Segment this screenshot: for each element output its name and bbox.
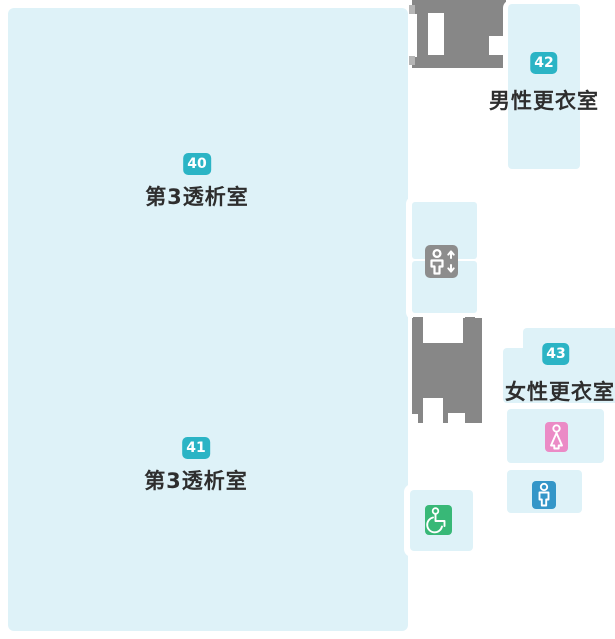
dialysis-upper-label-group: 40 第3透析室 (145, 153, 249, 211)
room-label: 男性更衣室 (489, 89, 599, 113)
man-icon (532, 481, 556, 509)
room-label: 第3透析室 (145, 185, 249, 209)
stairs-notch (412, 14, 417, 57)
stairs-notch (428, 13, 444, 55)
stairs-notch (423, 318, 463, 343)
room-mens-locker (508, 4, 580, 169)
room-number-badge: 41 (182, 437, 210, 459)
room-label: 女性更衣室 (505, 380, 615, 404)
stairs-notch (448, 413, 465, 423)
woman-icon (545, 422, 568, 452)
room-number-badge: 43 (542, 343, 570, 365)
stairs-lower-shape (412, 318, 482, 423)
room-dialysis-3 (8, 8, 408, 631)
elevator-icon (425, 245, 458, 278)
room-label: 第3透析室 (144, 469, 248, 493)
stairs-door-tab (409, 56, 415, 65)
stairs-door-tab (409, 5, 415, 14)
wheelchair-icon (425, 505, 452, 535)
stairs-notch (489, 36, 506, 55)
stairs-notch (423, 398, 443, 423)
room-number-badge: 40 (183, 153, 211, 175)
stairs-upper-shape (412, 0, 506, 68)
stairs-notch (412, 414, 418, 423)
dialysis-lower-label-group: 41 第3透析室 (144, 437, 248, 495)
room-number-badge: 42 (530, 52, 558, 74)
